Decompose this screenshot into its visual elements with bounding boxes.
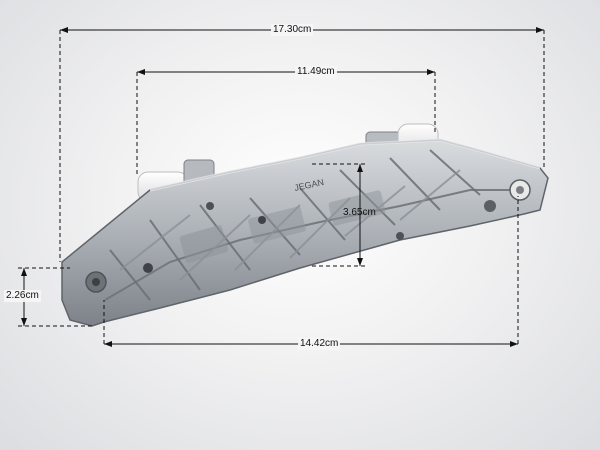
dimension-height-right	[312, 163, 365, 267]
dimension-upper-span	[136, 69, 436, 176]
height-right-label: 3.65cm	[343, 207, 376, 218]
dimension-height-left	[18, 267, 92, 327]
overall-length-label: 17.30cm	[271, 24, 314, 36]
lower-span-label: 14.42cm	[298, 338, 341, 350]
hinge-body	[61, 138, 549, 327]
height-left-label: 2.26cm	[4, 290, 41, 302]
upper-span-label: 11.49cm	[295, 66, 337, 78]
